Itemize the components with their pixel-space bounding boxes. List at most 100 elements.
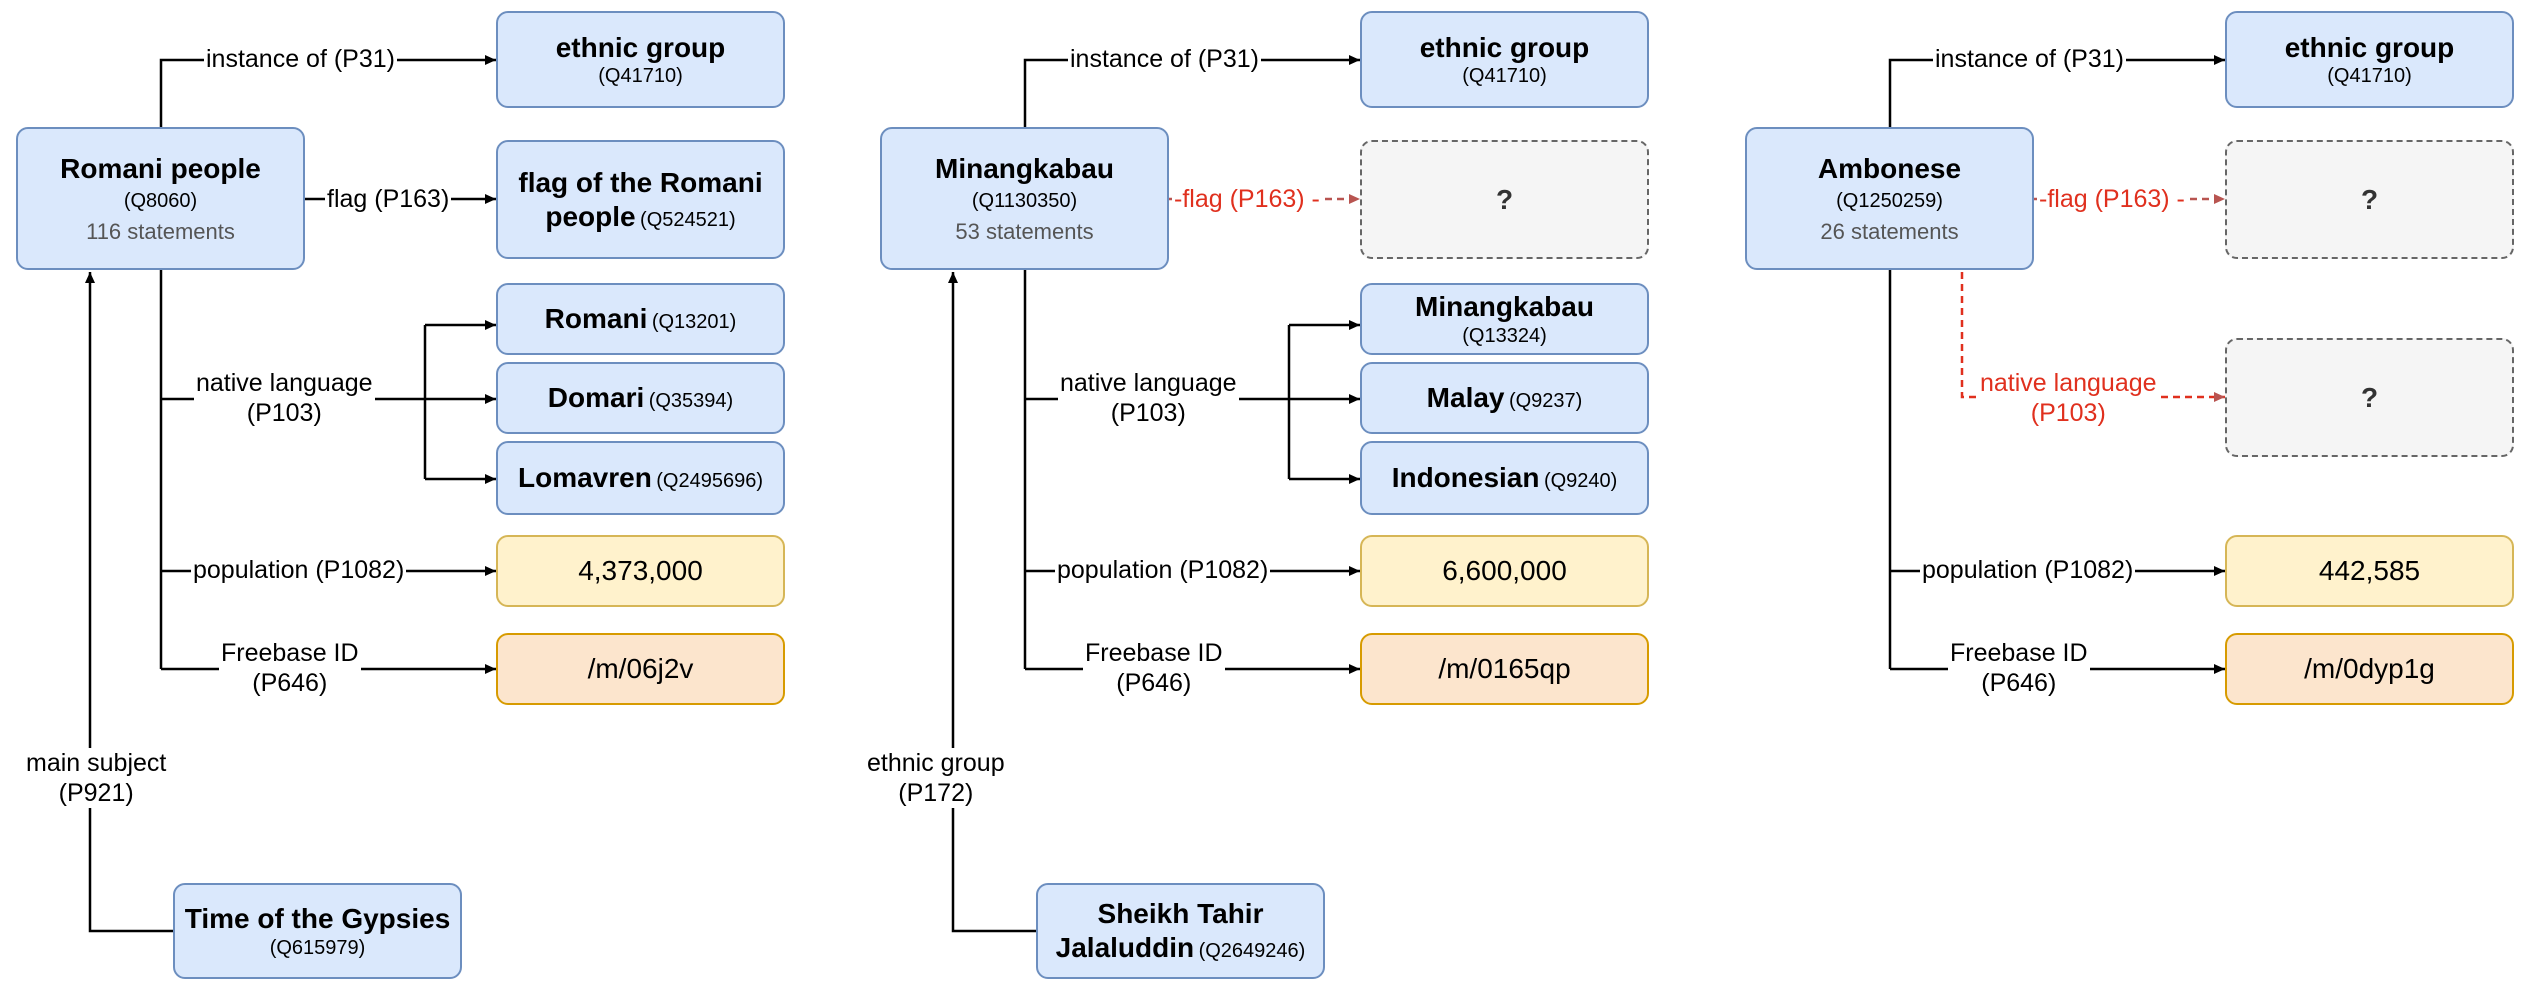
subject-qid: (Q1130350) — [971, 190, 1078, 213]
edge-label-instance-of: instance of (P31) — [204, 44, 397, 74]
node-label: ethnic group — [1419, 31, 1590, 63]
subject-statements: 26 statements — [1820, 219, 1959, 245]
edge-label-population: population (P1082) — [1920, 555, 2136, 585]
missing-mark: ? — [2360, 381, 2379, 413]
node-label: Minangkabau — [1415, 291, 1594, 323]
edge-label-freebase: Freebase ID (P646) — [1083, 638, 1225, 698]
node-qid: (Q41710) — [598, 65, 683, 88]
edge-label-line-2: (P103) — [2030, 399, 2106, 427]
incoming-node[interactable]: Sheikh Tahir Jalaluddin (Q2649246) — [1036, 883, 1325, 979]
instance-of-node[interactable]: ethnic group (Q41710) — [496, 11, 785, 108]
native-language-missing-node[interactable]: ? — [2225, 338, 2514, 457]
flag-node[interactable]: flag of the Romani people (Q524521) — [496, 140, 785, 259]
edge-label-line-1: native language — [196, 369, 373, 397]
edge-label-native-language: native language (P103) — [1058, 368, 1239, 428]
population-node[interactable]: 442,585 — [2225, 535, 2514, 607]
flag-missing-node[interactable]: ? — [1360, 140, 1649, 259]
native-language-node-2[interactable]: Malay (Q9237) — [1360, 362, 1649, 434]
edge-label-line-1: main subject — [26, 749, 167, 777]
native-language-node-3[interactable]: Lomavren (Q2495696) — [496, 441, 785, 515]
node-qid: (Q524521) — [640, 208, 736, 231]
edge-label-line-1: Freebase ID — [1085, 639, 1223, 667]
node-qid: (Q41710) — [2327, 65, 2412, 88]
population-node[interactable]: 4,373,000 — [496, 535, 785, 607]
edge-label-population: population (P1082) — [1055, 555, 1271, 585]
node-qid: (Q615979) — [269, 936, 366, 959]
missing-mark: ? — [1495, 183, 1514, 215]
population-value: 442,585 — [2318, 555, 2421, 587]
node-label-2: people — [545, 200, 636, 232]
subject-qid: (Q1250259) — [1836, 190, 1943, 213]
node-label: Lomavren — [517, 462, 652, 494]
freebase-value: /m/0dyp1g — [2304, 653, 2435, 685]
node-label: Domari — [547, 382, 645, 414]
native-language-node-2[interactable]: Domari (Q35394) — [496, 362, 785, 434]
node-qid: (Q2495696) — [656, 470, 764, 493]
edge-label-incoming: ethnic group (P172) — [865, 748, 1007, 808]
edge-label-line-1: native language — [1980, 369, 2157, 397]
edge-label-flag-missing: -flag (P163) - — [1172, 184, 1322, 214]
subject-name: Minangkabau — [935, 152, 1114, 184]
freebase-node[interactable]: /m/0165qp — [1360, 633, 1649, 705]
edge-label-instance-of: instance of (P31) — [1068, 44, 1261, 74]
edge-label-native-language: native language (P103) — [194, 368, 375, 428]
edge-label-line-2: (P103) — [246, 399, 322, 427]
edge-label-line-2: (P646) — [1116, 669, 1192, 697]
node-label-line-2: Jalaluddin (Q2649246) — [1056, 931, 1306, 965]
subject-node[interactable]: Ambonese (Q1250259) 26 statements — [1745, 127, 2034, 270]
node-label-line-2: people (Q524521) — [545, 200, 735, 234]
edge-label-freebase: Freebase ID (P646) — [1948, 638, 2090, 698]
population-value: 4,373,000 — [578, 555, 703, 587]
edge-label-line-1: Freebase ID — [1950, 639, 2088, 667]
node-qid: (Q2649246) — [1198, 940, 1306, 962]
edge-label-population: population (P1082) — [191, 555, 407, 585]
node-label: ethnic group — [555, 31, 726, 63]
native-language-node-1[interactable]: Romani (Q13201) — [496, 283, 785, 355]
node-qid: (Q35394) — [648, 390, 734, 413]
edge-label-line-1: native language — [1060, 369, 1237, 397]
edge-label-flag: flag (P163) — [325, 184, 452, 214]
flag-missing-node[interactable]: ? — [2225, 140, 2514, 259]
node-qid: (Q9240) — [1543, 470, 1618, 493]
freebase-node[interactable]: /m/06j2v — [496, 633, 785, 705]
subject-statements: 116 statements — [86, 219, 235, 245]
node-qid: (Q13324) — [1462, 324, 1547, 347]
edge-incoming — [948, 272, 1036, 933]
edge-incoming — [85, 272, 173, 933]
population-node[interactable]: 6,600,000 — [1360, 535, 1649, 607]
subject-node[interactable]: Minangkabau (Q1130350) 53 statements — [880, 127, 1169, 270]
node-label: Indonesian — [1391, 462, 1540, 494]
instance-of-node[interactable]: ethnic group (Q41710) — [2225, 11, 2514, 108]
edge-label-instance-of: instance of (P31) — [1933, 44, 2126, 74]
instance-of-node[interactable]: ethnic group (Q41710) — [1360, 11, 1649, 108]
edge-label-line-1: ethnic group — [867, 749, 1005, 777]
native-language-node-3[interactable]: Indonesian (Q9240) — [1360, 441, 1649, 515]
node-label: ethnic group — [2284, 31, 2455, 63]
subject-name: Ambonese — [1817, 152, 1962, 184]
edge-label-line-1: Freebase ID — [221, 639, 359, 667]
node-label: Romani — [544, 303, 648, 335]
node-qid: (Q9237) — [1508, 390, 1583, 413]
population-value: 6,600,000 — [1442, 555, 1567, 587]
edge-label-line-2: (P646) — [252, 669, 328, 697]
missing-mark: ? — [2360, 183, 2379, 215]
node-label: Sheikh Tahir — [1097, 898, 1264, 930]
edge-label-line-2: (P103) — [1110, 399, 1186, 427]
edge-label-flag-missing: -flag (P163) - — [2037, 184, 2187, 214]
node-label-2: Jalaluddin — [1055, 932, 1195, 963]
subject-node[interactable]: Romani people (Q8060) 116 statements — [16, 127, 305, 270]
native-language-node-1[interactable]: Minangkabau (Q13324) — [1360, 283, 1649, 355]
freebase-node[interactable]: /m/0dyp1g — [2225, 633, 2514, 705]
edge-label-line-2: (P646) — [1981, 669, 2057, 697]
subject-name: Romani people — [60, 152, 261, 184]
node-qid: (Q41710) — [1462, 65, 1547, 88]
node-label: flag of the Romani — [518, 166, 763, 198]
subject-qid: (Q8060) — [123, 190, 198, 213]
edge-label-line-2: (P172) — [898, 779, 974, 807]
freebase-value: /m/0165qp — [1438, 653, 1571, 685]
edge-label-freebase: Freebase ID (P646) — [219, 638, 361, 698]
incoming-node[interactable]: Time of the Gypsies (Q615979) — [173, 883, 462, 979]
node-label: Time of the Gypsies — [184, 903, 451, 935]
